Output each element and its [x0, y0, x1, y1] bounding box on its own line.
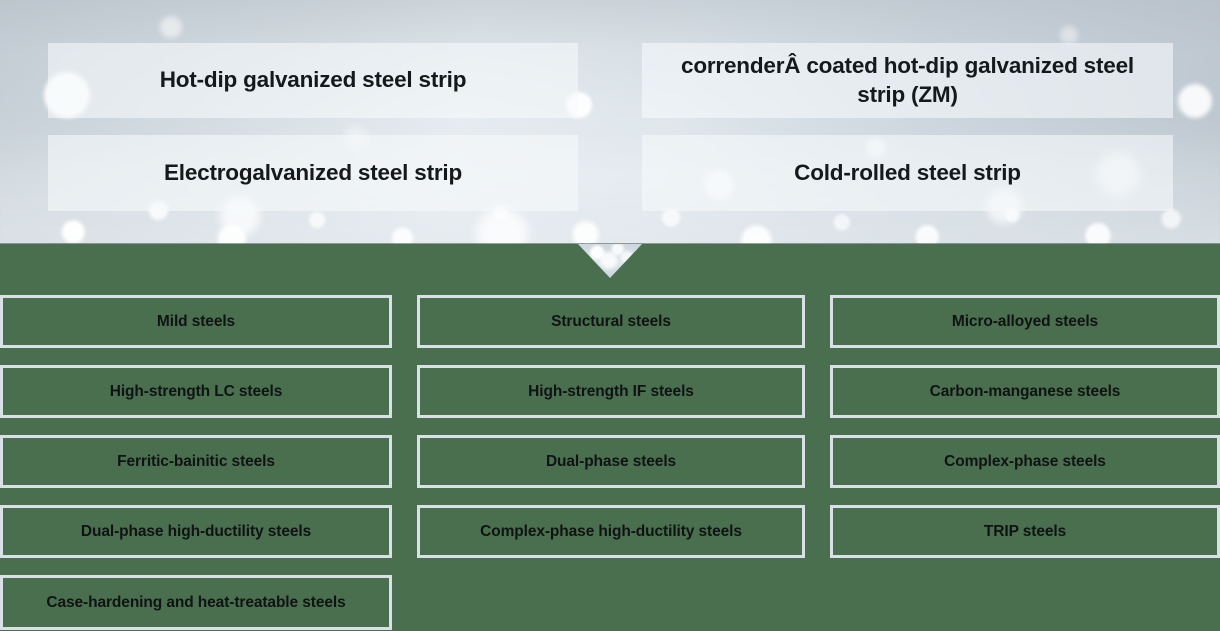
product-card-label: Electrogalvanized steel strip	[163, 159, 463, 185]
bokeh-circle-icon	[1178, 84, 1212, 118]
grade-box-trip-steels[interactable]: TRIP steels	[830, 505, 1220, 558]
grade-box-dual-phase-high-ductility-steels[interactable]: Dual-phase high-ductility steels	[0, 505, 392, 558]
grade-box-complex-phase-steels[interactable]: Complex-phase steels	[830, 435, 1220, 488]
column-gutter	[392, 505, 417, 558]
grade-box-high-strength-if-steels[interactable]: High-strength IF steels	[417, 365, 805, 418]
grade-label: Dual-phase high-ductility steels	[80, 522, 312, 540]
product-card-cold-rolled[interactable]: Cold-rolled steel strip	[642, 135, 1173, 211]
grade-label: TRIP steels	[983, 522, 1067, 540]
grade-label: High-strength IF steels	[528, 382, 694, 400]
section-divider	[0, 243, 1220, 244]
grade-box-mild-steels[interactable]: Mild steels	[0, 295, 392, 348]
grade-label: Case-hardening and heat-treatable steels	[46, 593, 346, 611]
grid-row: Mild steels Structural steels Micro-allo…	[0, 295, 1220, 348]
column-gutter	[805, 435, 830, 488]
grade-label: Structural steels	[551, 312, 671, 330]
grade-label: Complex-phase steels	[944, 452, 1106, 470]
grid-cell-empty	[417, 575, 805, 630]
grade-label: Mild steels	[156, 312, 236, 330]
product-card-label: correnderÂ coated hot-dip galvanized ste…	[681, 52, 1134, 107]
grid-cell-empty	[830, 575, 1220, 630]
grade-label: Dual-phase steels	[545, 452, 677, 470]
product-card-electrogalvanized[interactable]: Electrogalvanized steel strip	[48, 135, 578, 211]
column-gutter	[805, 575, 830, 630]
grid-row: Ferritic-bainitic steels Dual-phase stee…	[0, 435, 1220, 488]
bokeh-circle-icon	[1060, 26, 1078, 44]
grade-label: Ferritic-bainitic steels	[117, 452, 275, 470]
column-gutter	[805, 365, 830, 418]
column-gutter	[392, 365, 417, 418]
grid-row: High-strength LC steels High-strength IF…	[0, 365, 1220, 418]
grade-label: Micro-alloyed steels	[951, 312, 1099, 330]
steel-grades-section: Mild steels Structural steels Micro-allo…	[0, 244, 1220, 631]
column-gutter	[805, 295, 830, 348]
product-card-label: Cold-rolled steel strip	[794, 159, 1021, 185]
bokeh-circle-icon	[160, 16, 182, 38]
grade-box-carbon-manganese-steels[interactable]: Carbon-manganese steels	[830, 365, 1220, 418]
column-gutter	[392, 575, 417, 630]
top-product-section: Hot-dip galvanized steel strip corrender…	[0, 0, 1220, 244]
grade-label: High-strength LC steels	[109, 382, 283, 400]
steel-grades-grid: Mild steels Structural steels Micro-allo…	[0, 295, 1220, 631]
grade-box-dual-phase-steels[interactable]: Dual-phase steels	[417, 435, 805, 488]
grade-box-case-hardening-and-heat-treatable-steels[interactable]: Case-hardening and heat-treatable steels	[0, 575, 392, 630]
column-gutter	[392, 435, 417, 488]
column-gutter	[392, 295, 417, 348]
product-card-label: Hot-dip galvanized steel strip	[159, 67, 467, 93]
grade-box-micro-alloyed-steels[interactable]: Micro-alloyed steels	[830, 295, 1220, 348]
grade-box-high-strength-lc-steels[interactable]: High-strength LC steels	[0, 365, 392, 418]
product-card-hot-dip-galvanized[interactable]: Hot-dip galvanized steel strip	[48, 43, 578, 118]
product-card-correnderzm[interactable]: correnderÂ coated hot-dip galvanized ste…	[642, 43, 1173, 118]
grade-label: Complex-phase high-ductility steels	[480, 522, 742, 540]
grade-box-complex-phase-high-ductility-steels[interactable]: Complex-phase high-ductility steels	[417, 505, 805, 558]
grid-row: Dual-phase high-ductility steels Complex…	[0, 505, 1220, 558]
grade-label: Carbon-manganese steels	[929, 382, 1121, 400]
grade-box-ferritic-bainitic-steels[interactable]: Ferritic-bainitic steels	[0, 435, 392, 488]
grade-box-structural-steels[interactable]: Structural steels	[417, 295, 805, 348]
column-gutter	[805, 505, 830, 558]
grid-row: Case-hardening and heat-treatable steels	[0, 575, 1220, 630]
